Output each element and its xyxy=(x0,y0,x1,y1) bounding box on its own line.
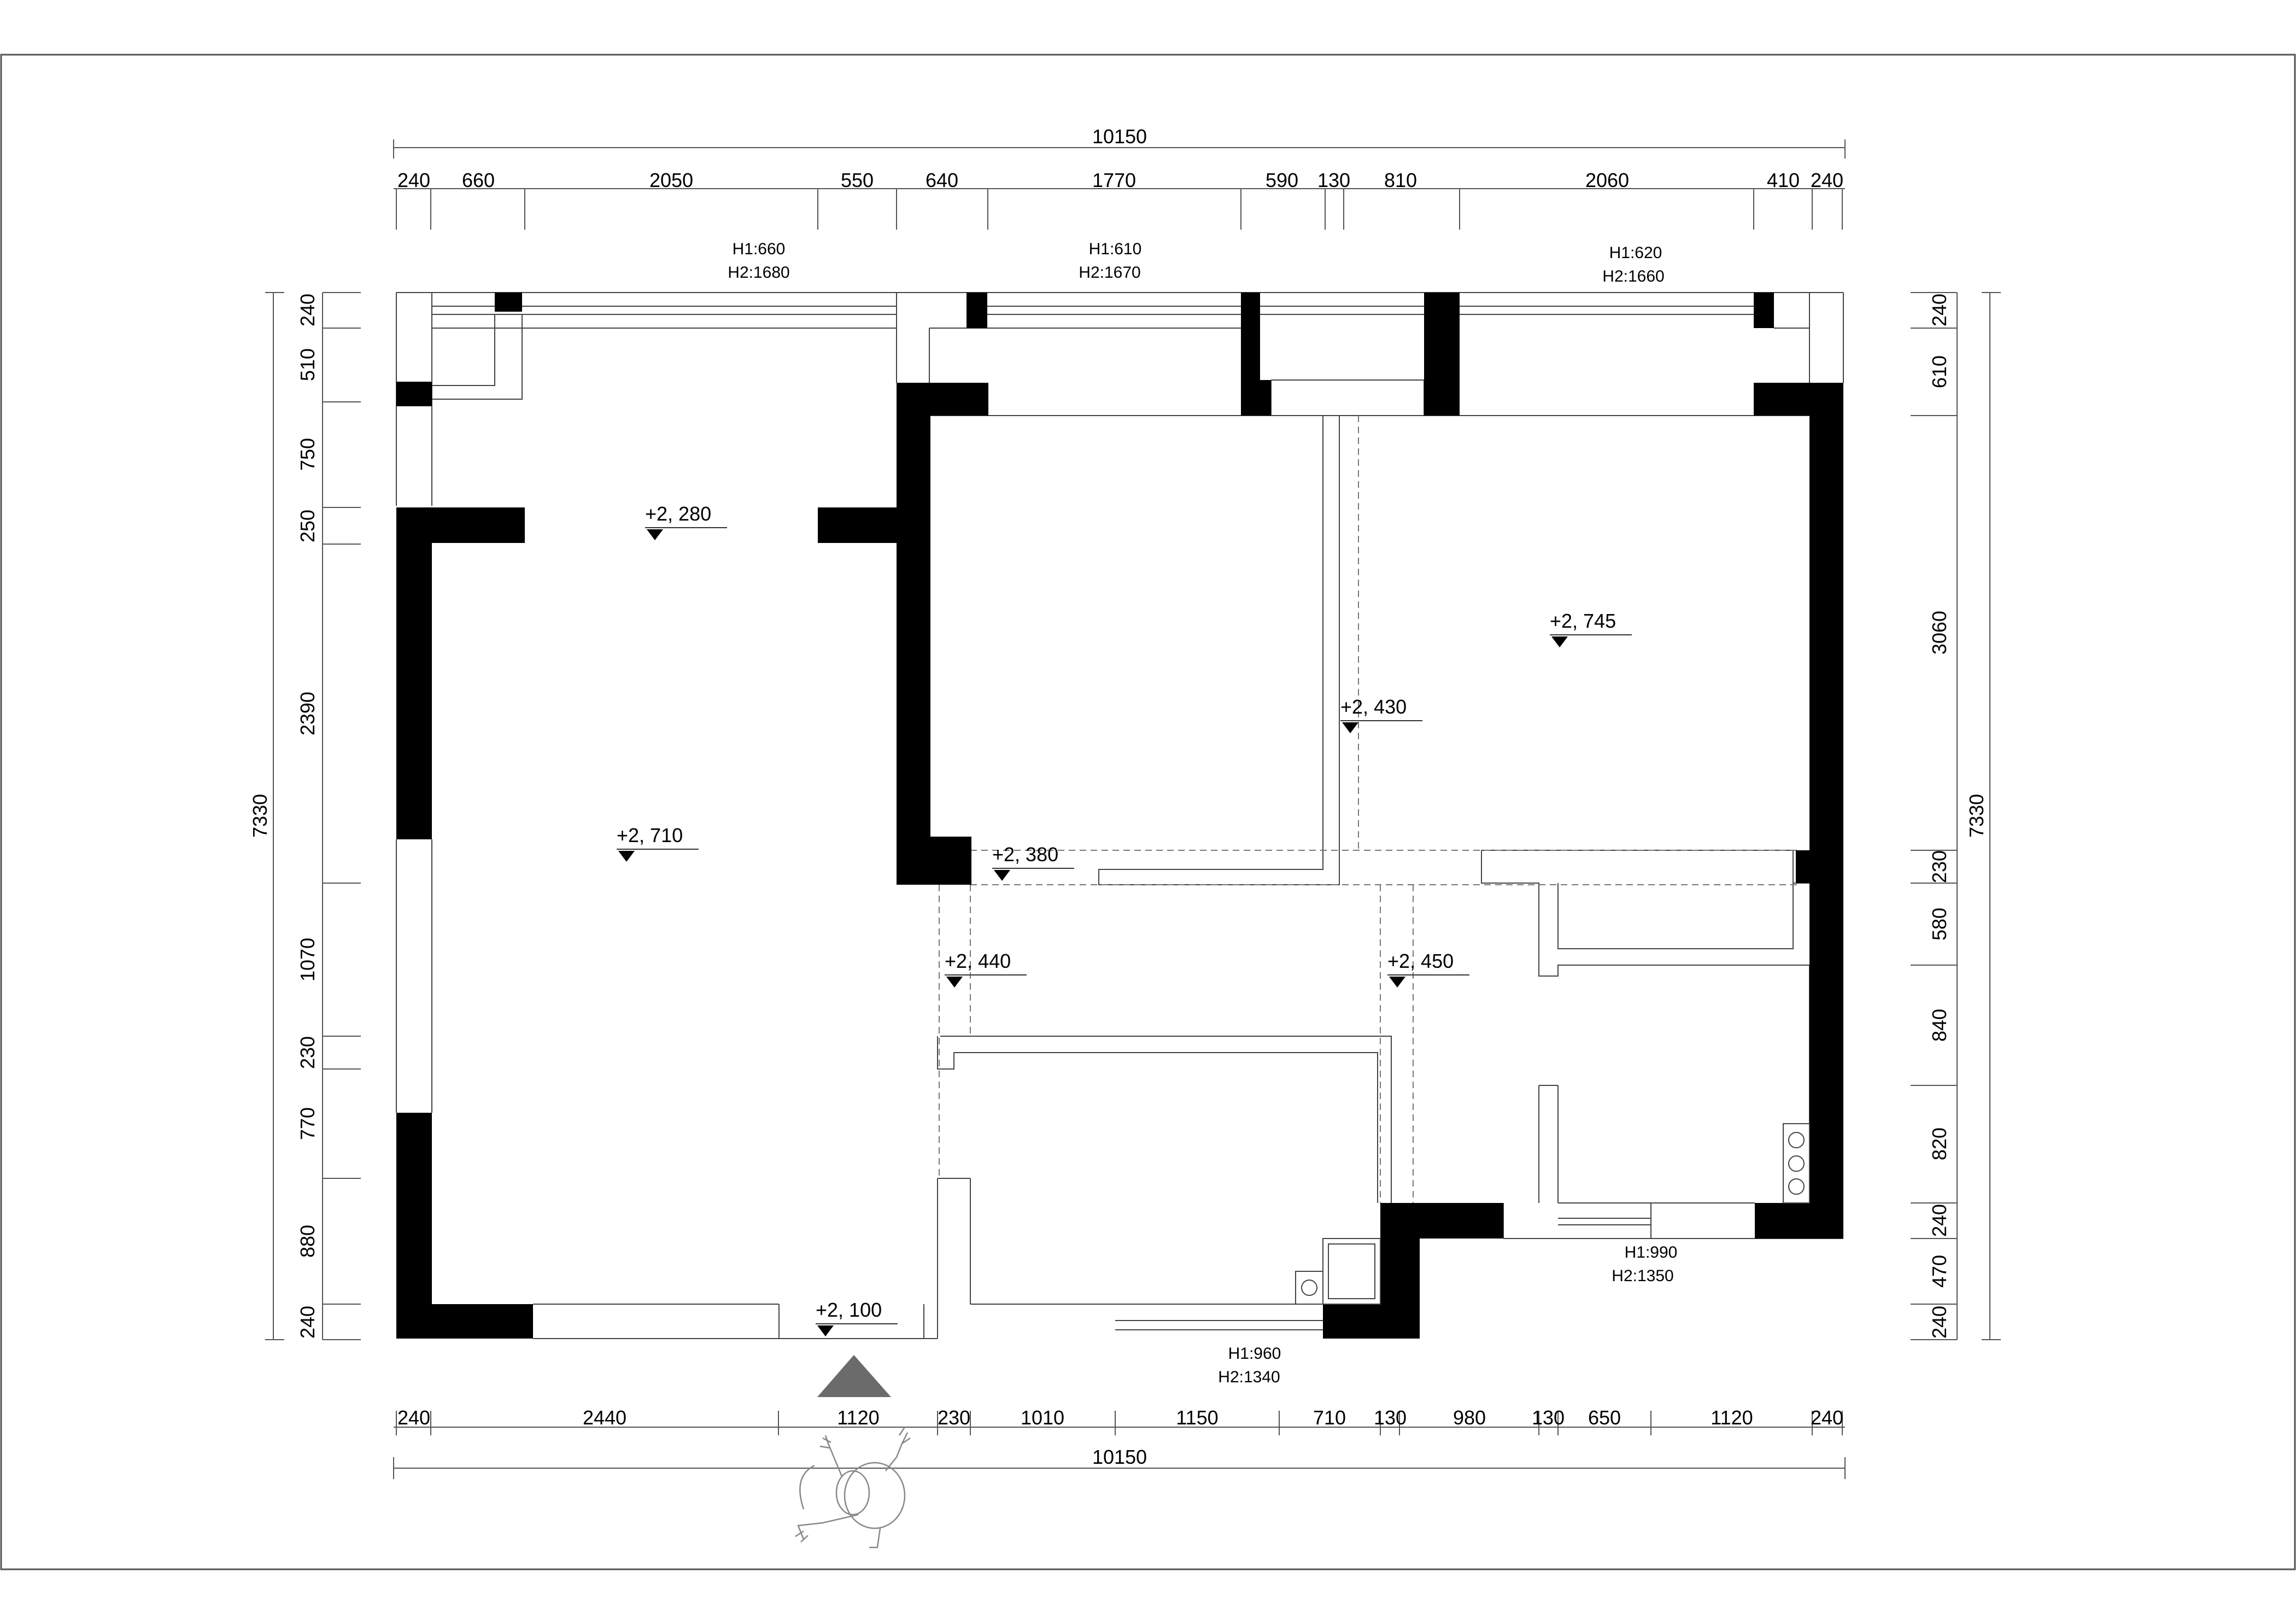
dim-right-1: 240 xyxy=(1928,294,1951,326)
dim-left-9: 880 xyxy=(296,1225,319,1258)
dim-right-6: 840 xyxy=(1928,1009,1951,1042)
dim-bottom-3: 1120 xyxy=(837,1406,879,1429)
window-note-4-h2: H2:1350 xyxy=(1612,1267,1673,1285)
fixtures xyxy=(1295,1123,1810,1305)
dim-bottom-total: 10150 xyxy=(1092,1446,1147,1468)
level-marker-3: +2, 745 xyxy=(1550,610,1632,647)
window-note-2-h2: H2:1670 xyxy=(1079,264,1140,282)
level-marker-5: +2, 380 xyxy=(992,843,1074,881)
dim-left-10: 240 xyxy=(296,1306,319,1339)
dim-top-8: 130 xyxy=(1317,169,1350,191)
dim-left-7: 230 xyxy=(296,1036,319,1069)
entrance-arrow-icon xyxy=(817,1355,891,1397)
level-marker-8: +2, 100 xyxy=(816,1299,898,1336)
dim-bottom-13: 240 xyxy=(1811,1406,1843,1429)
dim-top-2: 660 xyxy=(462,169,495,191)
dim-top-4: 550 xyxy=(841,169,874,191)
dim-bottom-12: 1120 xyxy=(1711,1406,1753,1429)
dim-top-5: 640 xyxy=(926,169,958,191)
svg-text:+2, 745: +2, 745 xyxy=(1550,610,1616,632)
svg-text:+2, 440: +2, 440 xyxy=(945,950,1011,972)
svg-text:+2, 450: +2, 450 xyxy=(1387,950,1454,972)
dim-left-total: 7330 xyxy=(249,794,271,838)
dim-right-10: 240 xyxy=(1928,1306,1951,1339)
dim-bottom-11: 650 xyxy=(1588,1406,1621,1429)
level-marker-6: +2, 440 xyxy=(945,950,1027,988)
dim-right-8: 240 xyxy=(1928,1204,1951,1237)
sheet-border xyxy=(0,54,2296,1570)
dim-bottom-6: 1150 xyxy=(1176,1406,1218,1429)
dim-right-9: 470 xyxy=(1928,1255,1951,1288)
dim-top-7: 590 xyxy=(1266,169,1298,191)
dim-bottom-8: 130 xyxy=(1374,1406,1407,1429)
window-note-3-h2: H2:1660 xyxy=(1602,267,1664,285)
dim-top-3: 2050 xyxy=(649,169,693,191)
thin-outlines xyxy=(396,292,1844,1339)
window-note-2-h1: H1:610 xyxy=(1089,240,1142,258)
window-note-3-h1: H1:620 xyxy=(1609,244,1662,262)
svg-text:+2, 380: +2, 380 xyxy=(992,843,1058,866)
window-note-1-h1: H1:660 xyxy=(733,240,786,258)
dim-right-7: 820 xyxy=(1928,1128,1951,1160)
load-bearing-walls xyxy=(396,293,1843,1339)
dim-bottom-7: 710 xyxy=(1313,1406,1346,1429)
dim-left-5: 2390 xyxy=(296,692,319,735)
dim-right-2: 610 xyxy=(1928,355,1951,388)
level-marker-4: +2, 430 xyxy=(1340,696,1422,733)
dim-bottom-5: 1010 xyxy=(1021,1406,1064,1429)
stove-burners-icon xyxy=(1783,1123,1810,1204)
dim-left-2: 510 xyxy=(296,348,319,381)
dim-top-10: 2060 xyxy=(1585,169,1629,191)
dim-right-5: 580 xyxy=(1928,908,1951,940)
window-note-1-h2: H2:1680 xyxy=(728,264,789,282)
dim-right-4: 230 xyxy=(1928,850,1951,883)
level-marker-2: +2, 710 xyxy=(617,824,699,862)
dim-top-9: 810 xyxy=(1384,169,1417,191)
dim-top-1: 240 xyxy=(397,169,430,191)
dim-bottom-10: 130 xyxy=(1532,1406,1565,1429)
dim-top-total: 10150 xyxy=(1092,125,1147,148)
window-note-4-h1: H1:990 xyxy=(1625,1243,1678,1261)
dim-top-12: 240 xyxy=(1811,169,1843,191)
dim-right-total: 7330 xyxy=(1965,794,1988,838)
dim-left-6: 1070 xyxy=(296,938,319,982)
svg-text:+2, 430: +2, 430 xyxy=(1340,696,1407,718)
dim-top-11: 410 xyxy=(1767,169,1800,191)
svg-text:+2, 710: +2, 710 xyxy=(617,824,683,846)
dim-left-4: 250 xyxy=(296,510,319,542)
level-marker-1: +2, 280 xyxy=(645,503,727,540)
dim-left-1: 240 xyxy=(296,294,319,326)
level-marker-7: +2, 450 xyxy=(1387,950,1469,988)
window-note-5-h2: H2:1340 xyxy=(1218,1368,1280,1386)
dim-left-3: 750 xyxy=(296,438,319,471)
svg-text:+2, 100: +2, 100 xyxy=(816,1299,882,1321)
svg-text:+2, 280: +2, 280 xyxy=(645,503,711,525)
dim-left-8: 770 xyxy=(296,1107,319,1140)
dim-bottom-2: 2440 xyxy=(583,1406,626,1429)
dim-top-6: 1770 xyxy=(1092,169,1136,191)
dimension-lines xyxy=(265,139,2001,1479)
dim-right-3: 3060 xyxy=(1928,611,1951,655)
dim-bottom-1: 240 xyxy=(397,1406,430,1429)
dashed-lines xyxy=(939,416,1799,1203)
window-note-5-h1: H1:960 xyxy=(1228,1345,1281,1363)
person-figure-icon xyxy=(795,1427,911,1549)
dim-bottom-9: 980 xyxy=(1453,1406,1486,1429)
sink-icon xyxy=(1295,1238,1381,1305)
dim-bottom-4: 230 xyxy=(938,1406,970,1429)
